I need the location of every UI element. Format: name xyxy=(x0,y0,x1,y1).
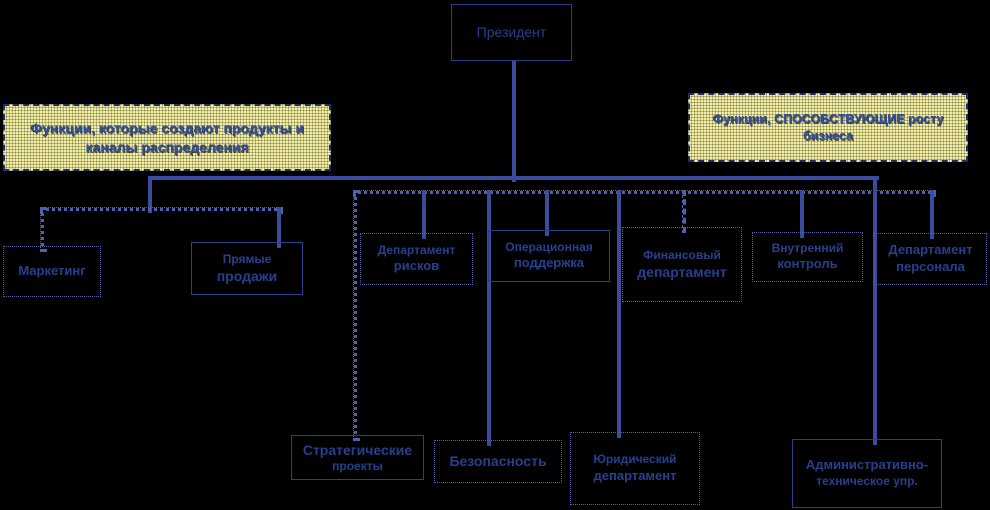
strategic-projects-label-line: проекты xyxy=(332,458,383,473)
admin-tech-label-line: техническое упр. xyxy=(816,474,918,489)
node-marketing: Маркетинг xyxy=(3,246,101,297)
president-label-line: Президент xyxy=(476,24,547,41)
direct-sales-label-line: Прямые xyxy=(222,251,272,266)
marketing-label-line: Маркетинг xyxy=(18,263,86,279)
hr-department-label-line: Департамент xyxy=(888,242,973,258)
connector-hr-drop xyxy=(930,190,934,239)
connector-finance-drop xyxy=(682,190,686,233)
node-president: Президент xyxy=(451,4,572,61)
connector-direct-sales-drop xyxy=(277,207,281,248)
connector-legal-drop xyxy=(617,190,621,438)
connector-admin-tech-drop xyxy=(873,176,877,445)
note-business-growth-label-line: Функции, СПОСОБСТВУЮЩИЕ росту бизнеса xyxy=(712,112,944,143)
legal-department-label-line: Юридический xyxy=(593,452,677,467)
node-security: Безопасность xyxy=(434,440,562,483)
connector-internal-drop xyxy=(800,190,804,238)
internal-control-label-line: Внутренний xyxy=(771,240,844,255)
operational-support-label-line: Операционная xyxy=(505,239,593,254)
node-finance-department: Финансовый департамент xyxy=(622,227,742,302)
connector-mid-rail xyxy=(353,190,936,194)
finance-department-label-line: департамент xyxy=(637,264,727,281)
strategic-projects-label-line: Стратегические xyxy=(302,441,413,458)
internal-control-label-line: контроль xyxy=(777,256,838,272)
security-label-line: Безопасность xyxy=(449,453,547,470)
risk-department-label-line: рисков xyxy=(393,258,440,274)
operational-support-label-line: поддержка xyxy=(513,255,585,271)
connector-left-branch-rail xyxy=(40,207,283,211)
finance-department-label-line: Финансовый xyxy=(643,247,721,262)
connector-strategic-drop xyxy=(353,190,357,441)
legal-department-label-line: департамент xyxy=(593,467,677,483)
connector-risk-drop xyxy=(422,190,426,239)
connector-main-rail xyxy=(148,176,879,180)
node-direct-sales: Прямые продажи xyxy=(191,242,303,295)
connector-president-stem xyxy=(512,61,516,182)
connector-left-branch-stem xyxy=(148,176,152,213)
risk-department-label-line: Департамент xyxy=(377,242,456,257)
connector-marketing-drop xyxy=(40,207,44,252)
note-business-growth: Функции, СПОСОБСТВУЮЩИЕ росту бизнеса xyxy=(688,93,968,162)
note-products-channels-label-line: Функции, которые создают продукты и xyxy=(30,120,304,137)
node-admin-tech: Административно-техническое упр. xyxy=(792,439,942,508)
admin-tech-label-line: Административно- xyxy=(805,457,929,473)
connector-ops-drop xyxy=(545,190,549,236)
direct-sales-label-line: продажи xyxy=(216,268,278,285)
note-products-channels-label-line: каналы распределения xyxy=(85,138,249,155)
hr-department-label-line: персонала xyxy=(896,259,965,274)
connector-security-drop xyxy=(487,190,491,446)
